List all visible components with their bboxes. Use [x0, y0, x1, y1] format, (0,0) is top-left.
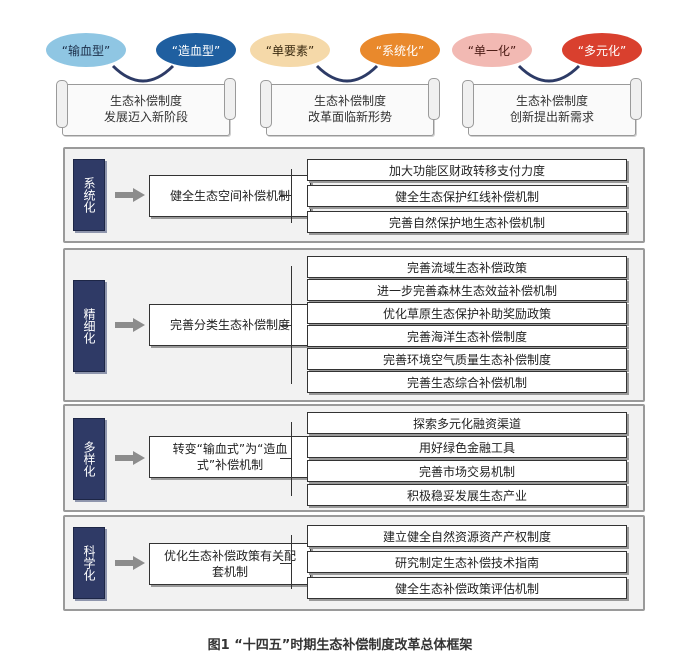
- scroll-line-1a: 生态补偿制度: [109, 94, 182, 108]
- figure-caption: 图1 “十四五”时期生态补偿制度改革总体框架: [207, 638, 473, 653]
- connector: [280, 325, 291, 326]
- section-tag: 多样化: [73, 418, 105, 500]
- scroll-curl-right-2: [428, 78, 440, 120]
- scroll-banner-1: 生态补偿制度 发展迈入新阶段: [62, 84, 230, 136]
- scroll-line-2a: 生态补偿制度: [313, 94, 386, 108]
- scroll-line-3a: 生态补偿制度: [515, 94, 588, 108]
- bracket-line: [291, 535, 300, 589]
- section-middle-box: 转变“输血式”为“造血式”补偿机制: [149, 436, 311, 478]
- connector: [280, 563, 291, 564]
- connector: [280, 458, 291, 459]
- list-item: 研究制定生态补偿技术指南: [307, 551, 627, 573]
- section-refined: 精细化 完善分类生态补偿制度 完善流域生态补偿政策 进一步完善森林生态效益补偿机…: [63, 248, 645, 402]
- oval-left-2: “单要素”: [250, 33, 330, 67]
- scroll-curl-right-3: [630, 78, 642, 120]
- list-item: 完善市场交易机制: [307, 460, 627, 482]
- right-arrow-icon: [115, 188, 145, 202]
- section-diversified: 多样化 转变“输血式”为“造血式”补偿机制 探索多元化融资渠道 用好绿色金融工具…: [63, 404, 645, 512]
- link-arc-1: [111, 64, 175, 83]
- scroll-banner-2: 生态补偿制度 改革面临新形势: [266, 84, 434, 136]
- list-item: 探索多元化融资渠道: [307, 412, 627, 434]
- section-middle-box: 健全生态空间补偿机制: [149, 175, 311, 217]
- list-item: 完善流域生态补偿政策: [307, 256, 627, 278]
- link-arc-3: [517, 64, 581, 83]
- list-item: 健全生态补偿政策评估机制: [307, 577, 627, 599]
- oval-right-2: “系统化”: [360, 33, 440, 67]
- section-systematic: 系统化 健全生态空间补偿机制 加大功能区财政转移支付力度 健全生态保护红线补偿机…: [63, 147, 645, 243]
- list-item: 加大功能区财政转移支付力度: [307, 159, 627, 181]
- oval-left-3: “单一化”: [452, 33, 532, 67]
- scroll-line-3b: 创新提出新需求: [509, 110, 594, 124]
- scroll-curl-left-1: [56, 80, 68, 128]
- list-item: 完善环境空气质量生态补偿制度: [307, 348, 627, 370]
- scroll-line-1b: 发展迈入新阶段: [103, 110, 188, 124]
- scroll-banner-3: 生态补偿制度 创新提出新需求: [468, 84, 636, 136]
- bracket-line: [291, 422, 300, 496]
- list-item: 优化草原生态保护补助奖励政策: [307, 302, 627, 324]
- scroll-line-2b: 改革面临新形势: [307, 110, 392, 124]
- link-arc-2: [315, 64, 379, 83]
- list-item: 用好绿色金融工具: [307, 436, 627, 458]
- right-arrow-icon: [115, 318, 145, 332]
- scroll-curl-right-1: [224, 78, 236, 120]
- list-item: 完善海洋生态补偿制度: [307, 325, 627, 347]
- oval-right-1: “造血型”: [156, 33, 236, 67]
- oval-left-1: “输血型”: [46, 33, 126, 67]
- right-arrow-icon: [115, 556, 145, 570]
- bracket-line: [291, 169, 300, 223]
- list-item: 完善自然保护地生态补偿机制: [307, 211, 627, 233]
- scroll-curl-left-2: [260, 80, 272, 128]
- connector: [280, 195, 291, 196]
- section-middle-box: 优化生态补偿政策有关配套机制: [149, 543, 311, 585]
- scroll-curl-left-3: [462, 80, 474, 128]
- section-tag: 科学化: [73, 527, 105, 599]
- bracket-line: [291, 266, 300, 384]
- list-item: 健全生态保护红线补偿机制: [307, 185, 627, 207]
- list-item: 建立健全自然资源资产产权制度: [307, 525, 627, 547]
- list-item: 积极稳妥发展生态产业: [307, 484, 627, 506]
- oval-right-3: “多元化”: [562, 33, 642, 67]
- right-arrow-icon: [115, 451, 145, 465]
- section-scientific: 科学化 优化生态补偿政策有关配套机制 建立健全自然资源资产产权制度 研究制定生态…: [63, 515, 645, 611]
- section-tag: 精细化: [73, 280, 105, 372]
- section-tag: 系统化: [73, 159, 105, 231]
- list-item: 进一步完善森林生态效益补偿机制: [307, 279, 627, 301]
- list-item: 完善生态综合补偿机制: [307, 371, 627, 393]
